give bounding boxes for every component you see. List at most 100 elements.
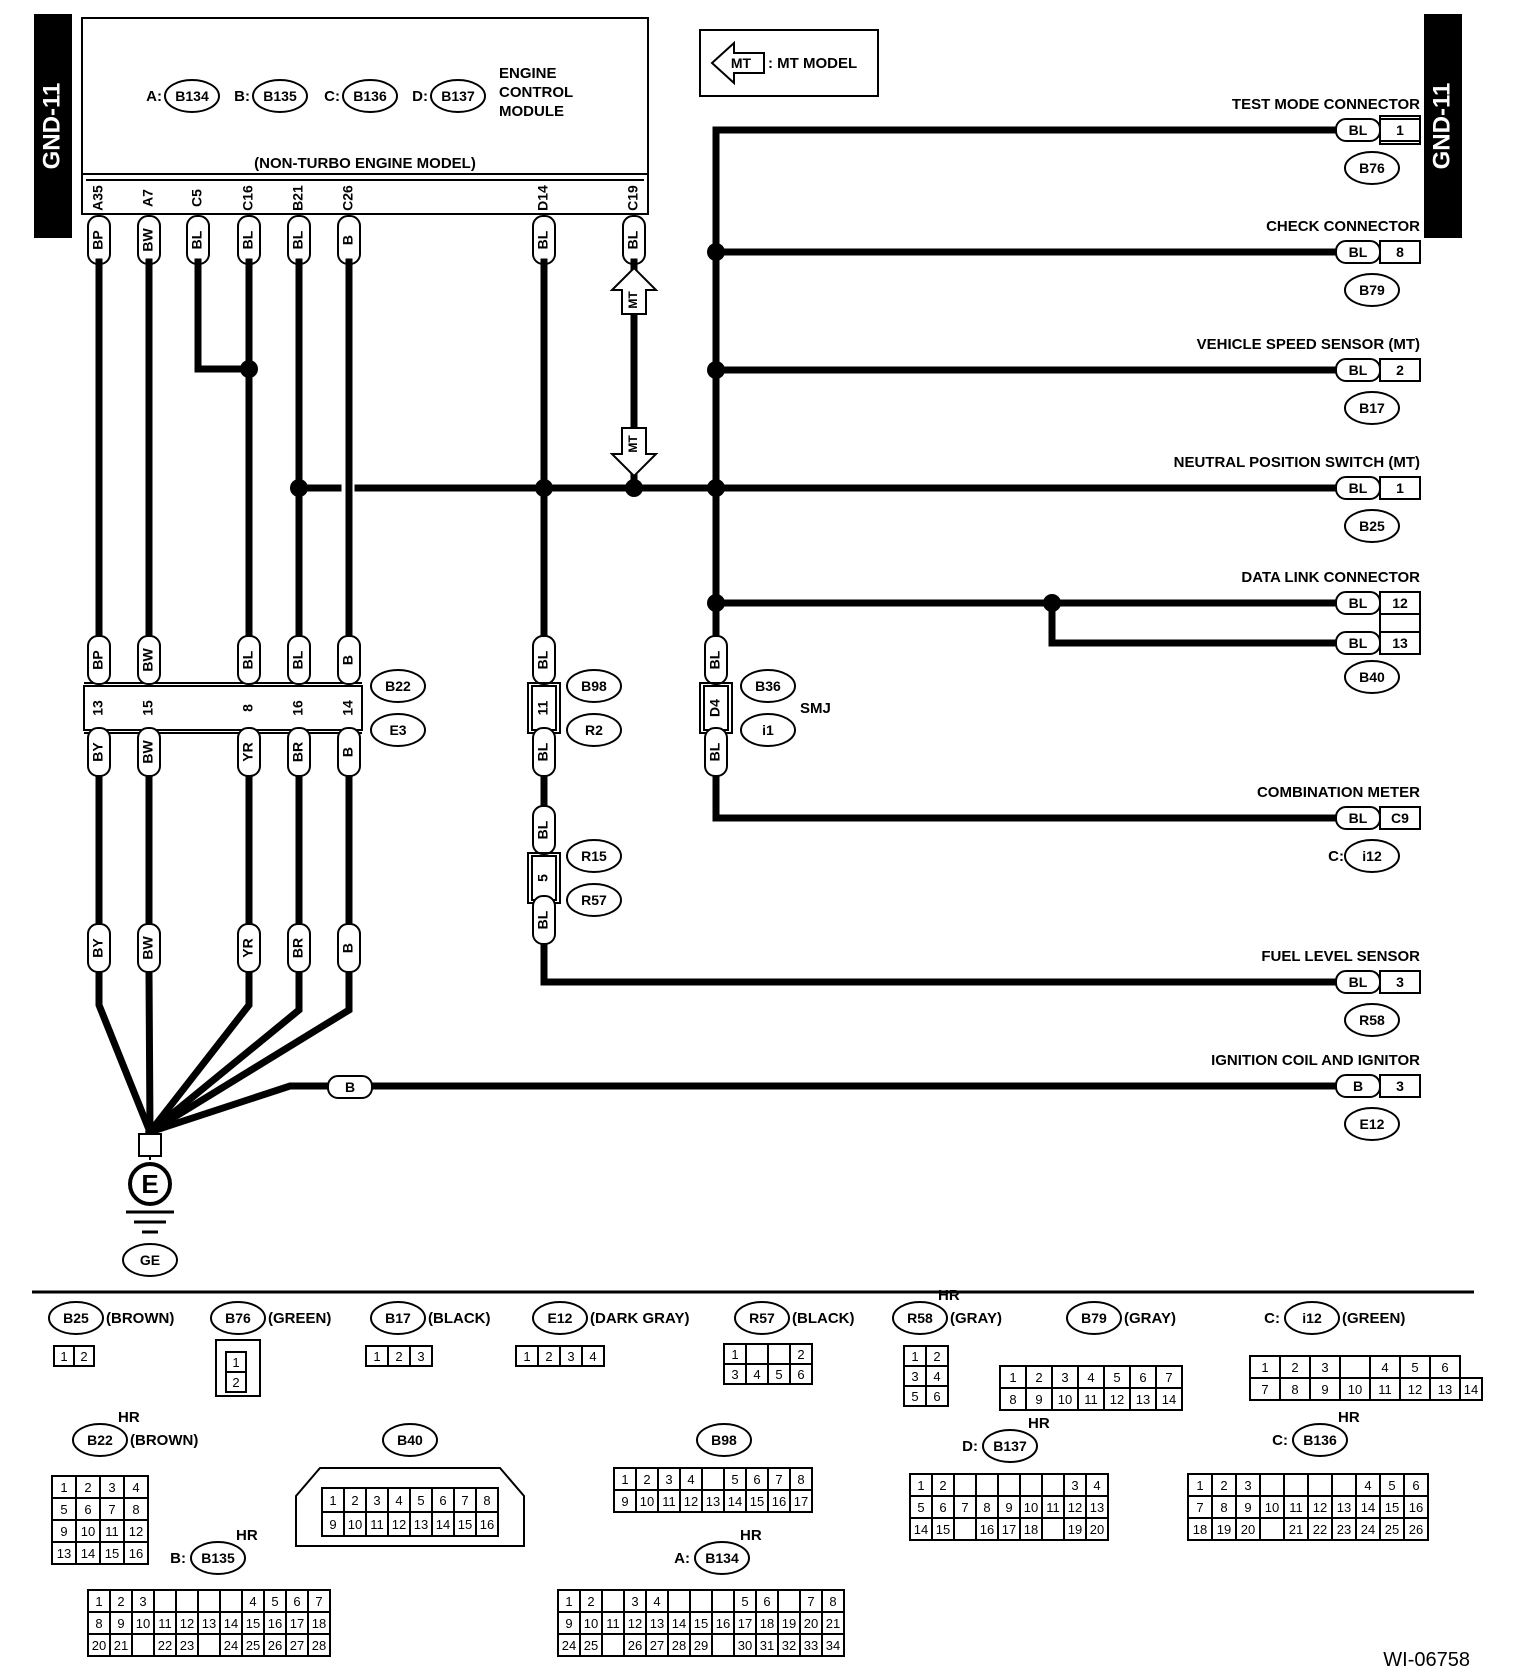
svg-text:6: 6	[1139, 1370, 1146, 1385]
svg-text:BL: BL	[535, 820, 551, 839]
svg-text:2: 2	[587, 1594, 594, 1609]
svg-text:8: 8	[1009, 1392, 1016, 1407]
svg-text:30: 30	[738, 1638, 752, 1653]
svg-text:B:: B:	[234, 88, 250, 105]
svg-text:17: 17	[1002, 1522, 1016, 1537]
svg-text:MT: MT	[626, 291, 640, 309]
svg-text:B135: B135	[263, 88, 297, 104]
svg-text:5: 5	[911, 1389, 918, 1404]
svg-text:16: 16	[268, 1616, 282, 1631]
svg-text:1: 1	[329, 1493, 336, 1508]
svg-text:16: 16	[129, 1546, 143, 1561]
svg-text:B17: B17	[1359, 400, 1385, 416]
svg-text:3: 3	[567, 1349, 574, 1364]
svg-text:2: 2	[117, 1594, 124, 1609]
svg-text:4: 4	[1093, 1478, 1100, 1493]
svg-text:25: 25	[584, 1638, 598, 1653]
svg-text:C:: C:	[1264, 1310, 1280, 1327]
svg-text:6: 6	[797, 1367, 804, 1382]
svg-text:7: 7	[1165, 1370, 1172, 1385]
svg-text:B: B	[340, 943, 356, 953]
ecm-variant: (NON-TURBO ENGINE MODEL)	[254, 155, 476, 172]
side-tab-right: GND-11	[1424, 14, 1462, 238]
svg-text:HR: HR	[1338, 1409, 1360, 1426]
terminal-wire: BL	[237, 215, 261, 265]
smj-pin: D4	[707, 699, 723, 717]
view-oval-B134: B134	[694, 1541, 750, 1575]
view-oval-B76: B76	[210, 1301, 266, 1335]
svg-text:9: 9	[60, 1524, 67, 1539]
svg-text:4: 4	[132, 1480, 139, 1495]
b22-wire-15: BW	[137, 635, 161, 685]
mt-arrow-top: MT	[609, 266, 659, 315]
b36-connector: B36	[740, 669, 796, 703]
device-connector-oval: B40	[1344, 660, 1400, 694]
svg-text:B76: B76	[1359, 160, 1385, 176]
svg-text:B98: B98	[581, 678, 607, 694]
svg-text:(GRAY): (GRAY)	[1124, 1310, 1176, 1327]
svg-text:7: 7	[775, 1472, 782, 1487]
svg-text:C:: C:	[1328, 848, 1344, 865]
svg-text:10: 10	[1265, 1500, 1279, 1515]
ecm-connector-oval: B135	[252, 79, 308, 113]
svg-text:13: 13	[57, 1546, 71, 1561]
svg-text:27: 27	[290, 1638, 304, 1653]
svg-text:10: 10	[1024, 1500, 1038, 1515]
svg-text:HR: HR	[1028, 1415, 1050, 1432]
svg-text:6: 6	[763, 1594, 770, 1609]
svg-text:B134: B134	[175, 88, 209, 104]
svg-text:6: 6	[293, 1594, 300, 1609]
svg-text:9: 9	[1244, 1500, 1251, 1515]
b22-wire-13: BP	[87, 635, 111, 685]
svg-text:BL: BL	[1349, 974, 1368, 990]
svg-text:12: 12	[684, 1494, 698, 1509]
svg-text:16: 16	[480, 1517, 494, 1532]
svg-text:21: 21	[1289, 1522, 1303, 1537]
svg-text:11: 11	[370, 1517, 384, 1532]
svg-text:26: 26	[268, 1638, 282, 1653]
svg-text:21: 21	[826, 1616, 840, 1631]
svg-text:B40: B40	[1359, 669, 1385, 685]
device-name: VEHICLE SPEED SENSOR (MT)	[1197, 336, 1420, 353]
svg-text:i12: i12	[1362, 848, 1382, 864]
svg-text:34: 34	[826, 1638, 840, 1653]
svg-text:2: 2	[1035, 1370, 1042, 1385]
svg-text:18: 18	[1024, 1522, 1038, 1537]
terminal-pin: C19	[625, 185, 641, 211]
svg-text:9: 9	[565, 1616, 572, 1631]
ground-wire-1: BW	[137, 923, 161, 973]
svg-text:MT: MT	[731, 55, 752, 71]
svg-text:R2: R2	[585, 722, 603, 738]
svg-text:16: 16	[716, 1616, 730, 1631]
svg-text:1: 1	[621, 1472, 628, 1487]
svg-text:BW: BW	[140, 228, 156, 252]
svg-text:9: 9	[1035, 1392, 1042, 1407]
ecm-title-1: ENGINE	[499, 65, 557, 82]
svg-text:E12: E12	[548, 1310, 573, 1326]
ecm-connector-oval: B137	[430, 79, 486, 113]
svg-text:15: 15	[105, 1546, 119, 1561]
b98-pin: 11	[535, 700, 551, 715]
svg-text:BR: BR	[290, 742, 306, 762]
svg-text:14: 14	[914, 1522, 928, 1537]
svg-text:i12: i12	[1302, 1310, 1322, 1326]
terminal-pin: D14	[535, 185, 551, 211]
svg-text:BL: BL	[1349, 362, 1368, 378]
svg-text:28: 28	[312, 1638, 326, 1653]
svg-text:8: 8	[829, 1594, 836, 1609]
ecm-title-2: CONTROL	[499, 84, 573, 101]
device-connector-oval: i12	[1344, 839, 1400, 873]
svg-text:4: 4	[589, 1349, 596, 1364]
svg-text:C:: C:	[324, 88, 340, 105]
svg-text:BL: BL	[535, 910, 551, 929]
svg-text:BL: BL	[707, 742, 723, 761]
